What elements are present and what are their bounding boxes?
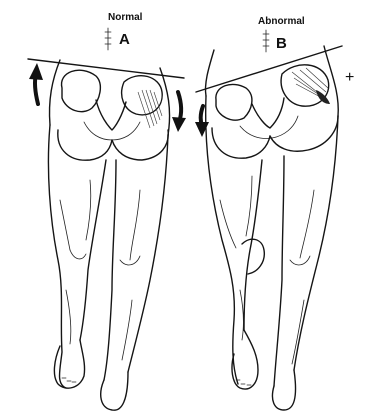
caption-normal: Normal	[108, 12, 143, 23]
caption-abnormal: Abnormal	[258, 16, 305, 27]
letter-b: B	[276, 35, 287, 52]
plus-mark: +	[345, 69, 354, 86]
letter-a: A	[119, 31, 130, 48]
